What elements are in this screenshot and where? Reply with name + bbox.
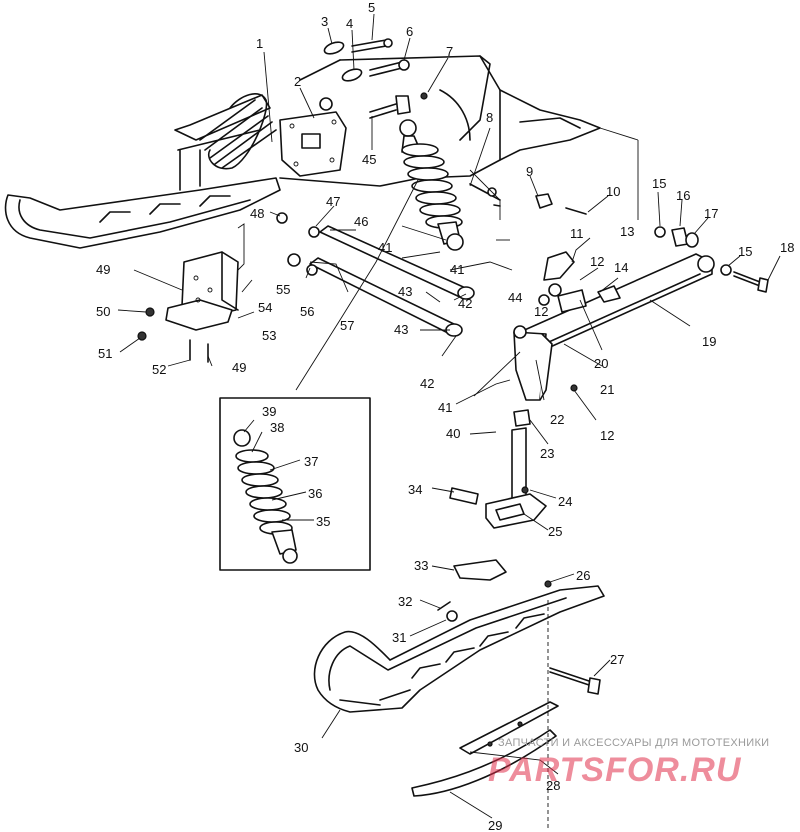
callout-41-low: 41	[438, 400, 452, 415]
background-shock	[174, 93, 277, 170]
callout-38: 38	[270, 420, 284, 435]
right-bolt-stack	[654, 226, 769, 293]
callout-41-mid: 41	[450, 262, 464, 277]
callout-50: 50	[96, 304, 110, 319]
callout-45: 45	[362, 152, 376, 167]
callout-18: 18	[780, 240, 794, 255]
callout-42-top: 42	[458, 296, 472, 311]
callout-30: 30	[294, 740, 308, 755]
callout-15-left: 15	[652, 176, 666, 191]
callout-44: 44	[508, 290, 522, 305]
callout-54: 54	[258, 300, 272, 315]
callout-2: 2	[294, 74, 301, 89]
callout-8: 8	[486, 110, 493, 125]
callout-42-low: 42	[420, 376, 434, 391]
callout-9: 9	[526, 164, 533, 179]
callout-1: 1	[256, 36, 263, 51]
callout-31: 31	[392, 630, 406, 645]
spindle	[449, 409, 547, 529]
callout-34: 34	[408, 482, 422, 497]
callout-28: 28	[546, 778, 560, 793]
callout-57: 57	[340, 318, 354, 333]
callout-33: 33	[414, 558, 428, 573]
background-ski	[4, 129, 281, 249]
callout-53: 53	[262, 328, 276, 343]
callout-12-top: 12	[590, 254, 604, 269]
callout-16: 16	[676, 188, 690, 203]
callout-48: 48	[250, 206, 264, 221]
callout-46: 46	[354, 214, 368, 229]
callout-12-mid: 12	[534, 304, 548, 319]
callout-23: 23	[540, 446, 554, 461]
callout-35: 35	[316, 514, 330, 529]
callout-11: 11	[570, 226, 584, 241]
callout-25: 25	[548, 524, 562, 539]
callout-13: 13	[620, 224, 634, 239]
callout-36: 36	[308, 486, 322, 501]
callout-27: 27	[610, 652, 624, 667]
callout-32: 32	[398, 594, 412, 609]
callout-7: 7	[446, 44, 453, 59]
callout-43-top: 43	[398, 284, 412, 299]
callout-40: 40	[446, 426, 460, 441]
callout-43-low: 43	[394, 322, 408, 337]
bolt-hardware-right	[469, 183, 587, 215]
callout-24: 24	[558, 494, 572, 509]
radius-rods	[276, 212, 475, 337]
top-hardware	[323, 38, 428, 119]
callout-41-top: 41	[378, 240, 392, 255]
callout-37: 37	[304, 454, 318, 469]
mount-plate	[279, 97, 347, 177]
callout-10: 10	[606, 184, 620, 199]
callout-labels: 1 2 3 4 5 6 7 8 9 10 11 12 13 14 15 16 1…	[96, 0, 794, 832]
callout-15-right: 15	[738, 244, 752, 259]
callout-56: 56	[300, 304, 314, 319]
callout-3: 3	[321, 14, 328, 29]
watermark-logo-text: PARTSFOR.RU	[488, 751, 742, 788]
spindle-assembly	[513, 251, 715, 401]
bracket	[137, 251, 239, 363]
main-shock	[399, 119, 464, 251]
callout-47: 47	[326, 194, 340, 209]
callout-20: 20	[594, 356, 608, 371]
callout-26: 26	[576, 568, 590, 583]
leader-lines	[117, 13, 781, 830]
callout-19: 19	[702, 334, 716, 349]
callout-12-low: 12	[600, 428, 614, 443]
callout-14: 14	[614, 260, 628, 275]
inset-shock	[219, 397, 371, 571]
callout-52: 52	[152, 362, 166, 377]
callout-21: 21	[600, 382, 614, 397]
callout-55: 55	[276, 282, 290, 297]
callout-49-low: 49	[232, 360, 246, 375]
callout-51: 51	[98, 346, 112, 361]
callout-4: 4	[346, 16, 353, 31]
wear-bar	[411, 701, 559, 797]
ski	[313, 559, 605, 713]
callout-5: 5	[368, 0, 375, 15]
callout-17: 17	[704, 206, 718, 221]
callout-22: 22	[550, 412, 564, 427]
callout-6: 6	[406, 24, 413, 39]
watermark-caption: ЗАПЧАСТИ И АКСЕССУАРЫ ДЛЯ МОТОТЕХНИКИ	[498, 737, 770, 749]
callout-29: 29	[488, 818, 502, 832]
callout-49-top: 49	[96, 262, 110, 277]
watermark-logo: PARTSFOR.RU	[488, 751, 742, 788]
callout-39: 39	[262, 404, 276, 419]
